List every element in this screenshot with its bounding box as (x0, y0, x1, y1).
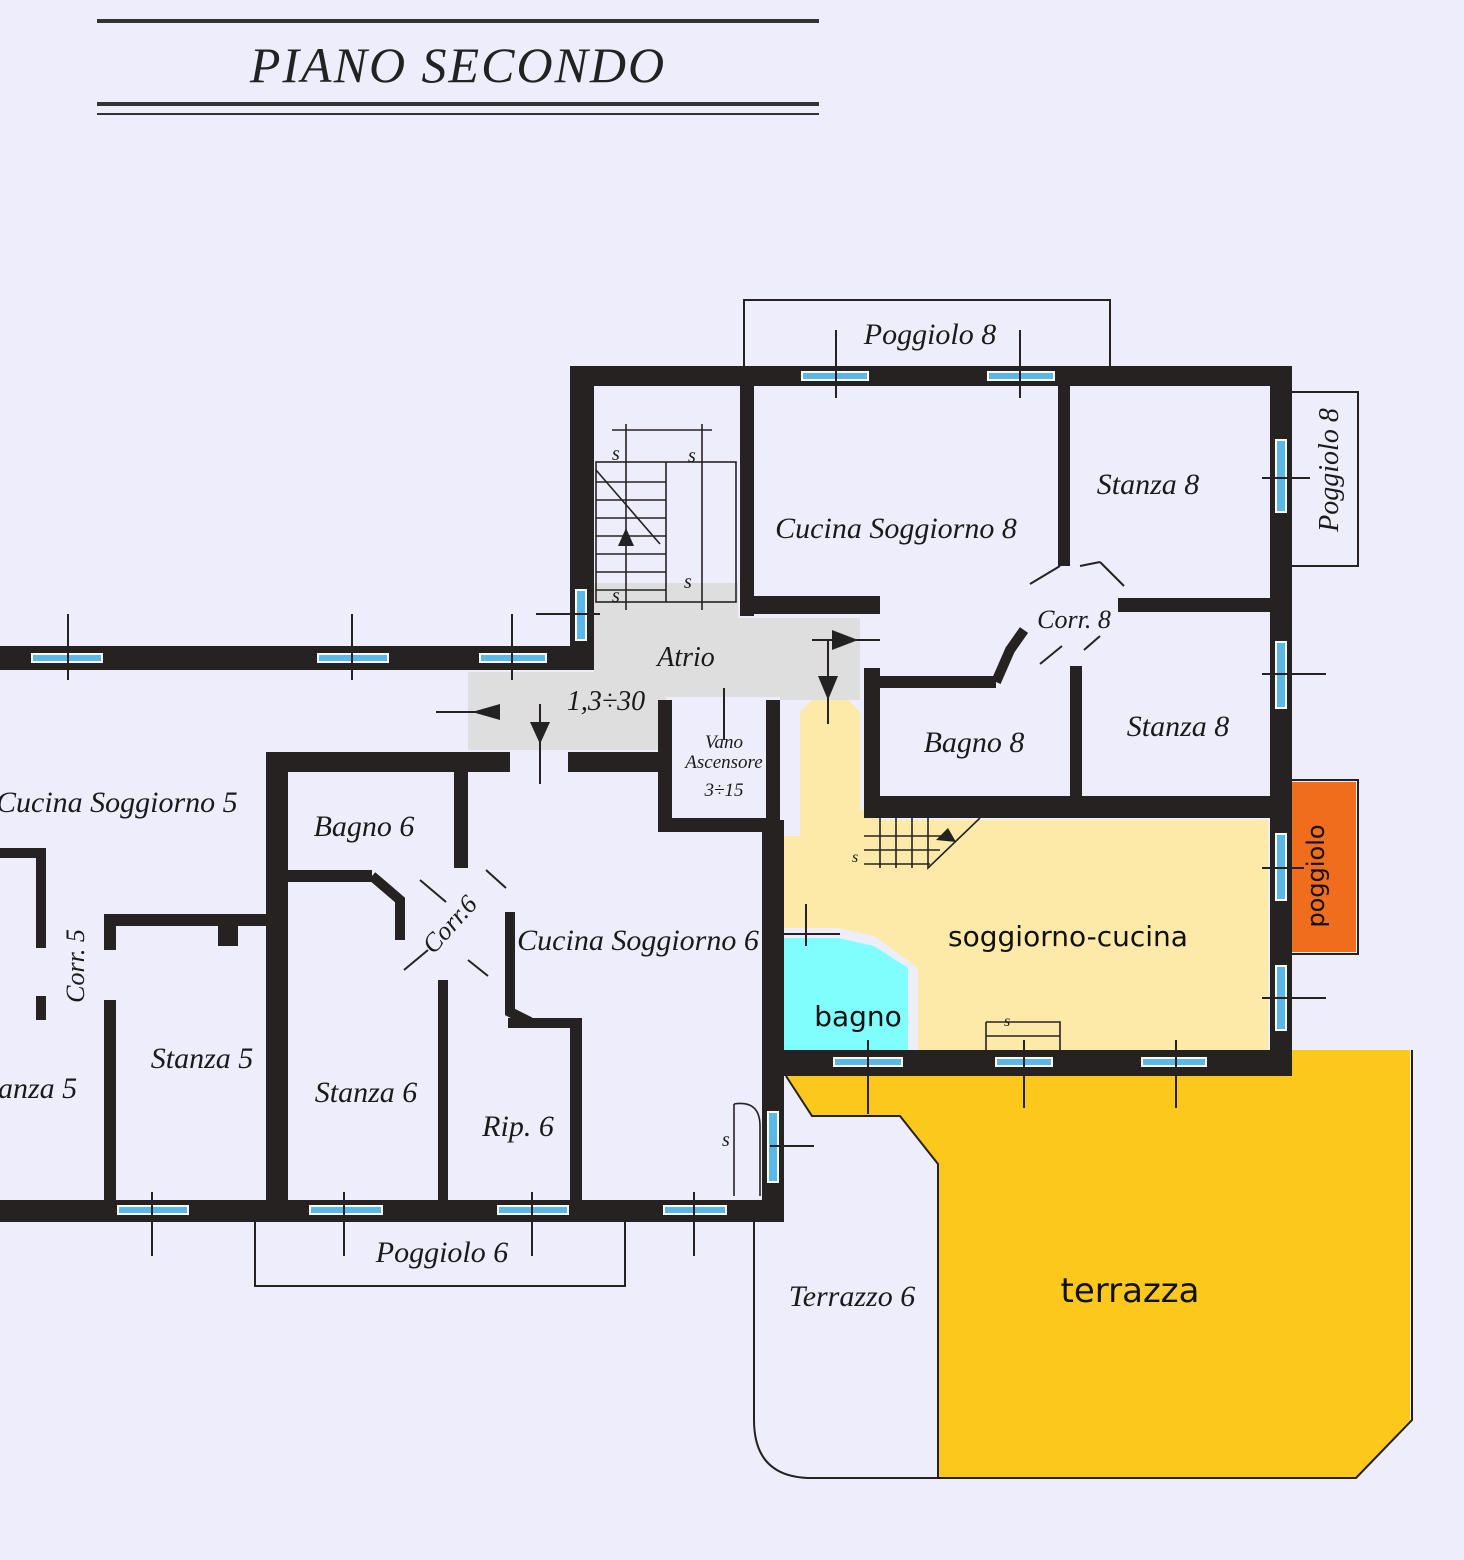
label-vano-dim: 3÷15 (704, 780, 744, 801)
label-atrio-dim: 1,3÷30 (567, 686, 645, 717)
door-arcs (403, 561, 1125, 977)
soggiorno-cucina-area (780, 700, 1268, 1050)
highlight-terrazza-label: terrazza (1061, 1271, 1200, 1311)
label-cucina-soggiorno-8: Cucina Soggiorno 8 (775, 512, 1017, 545)
highlight-soggiorno-cucina-label: soggiorno-cucina (948, 920, 1188, 953)
label-poggiolo-8-top: Poggiolo 8 (863, 318, 997, 351)
label-bagno-6: Bagno 6 (314, 810, 415, 843)
label-bagno-8: Bagno 8 (924, 726, 1025, 759)
label-terrazzo-6: Terrazzo 6 (789, 1280, 915, 1313)
svg-text:s: s (612, 585, 620, 607)
wall-details (368, 627, 1029, 1027)
highlight-labels: soggiorno-cucina bagno terrazza poggiolo (814, 824, 1330, 1311)
label-poggiolo-8-side: Poggiolo 8 (1314, 408, 1345, 533)
stair-marks: s s s s s s s (612, 443, 1010, 1151)
label-stanza-8-top: Stanza 8 (1097, 468, 1200, 501)
svg-text:s: s (1004, 1013, 1010, 1030)
label-stanza-5-a: Stanza 5 (151, 1042, 254, 1075)
highlight-bagno-label: bagno (814, 1000, 902, 1033)
label-ascensore: Ascensore (683, 752, 762, 773)
svg-text:s: s (684, 571, 692, 593)
bagno-area (780, 938, 908, 1050)
highlight-poggiolo-label: poggiolo (1302, 824, 1330, 927)
label-corr-5: Corr. 5 (61, 929, 90, 1003)
label-vano: Vano (705, 732, 743, 753)
label-cucina-soggiorno-5: Cucina Soggiorno 5 (0, 786, 238, 819)
svg-text:s: s (612, 443, 620, 465)
plan-title: PIANO SECONDO (249, 37, 666, 93)
staircase (595, 424, 1061, 1196)
svg-text:s: s (722, 1129, 730, 1151)
label-corr-6: Corr.6 (416, 890, 483, 959)
atrio-area (468, 583, 860, 750)
label-stanza-6: Stanza 6 (315, 1076, 418, 1109)
svg-text:s: s (688, 445, 696, 467)
svg-text:s: s (852, 849, 858, 866)
label-stanza-5-b: anza 5 (0, 1072, 77, 1105)
label-cucina-soggiorno-6: Cucina Soggiorno 6 (517, 924, 759, 957)
balcony-outlines (254, 299, 1413, 1479)
title-block: PIANO SECONDO (97, 19, 819, 115)
label-corr-8: Corr. 8 (1037, 605, 1111, 634)
label-atrio: Atrio (655, 642, 715, 673)
stair-arrows (472, 528, 956, 842)
label-rip-6: Rip. 6 (481, 1110, 554, 1143)
terrazza-area (786, 1050, 1410, 1478)
room-labels: Poggiolo 8 Poggiolo 8 Cucina Soggiorno 8… (0, 318, 1345, 1313)
label-stanza-8-bottom: Stanza 8 (1127, 710, 1230, 743)
label-poggiolo-6: Poggiolo 6 (375, 1236, 509, 1269)
